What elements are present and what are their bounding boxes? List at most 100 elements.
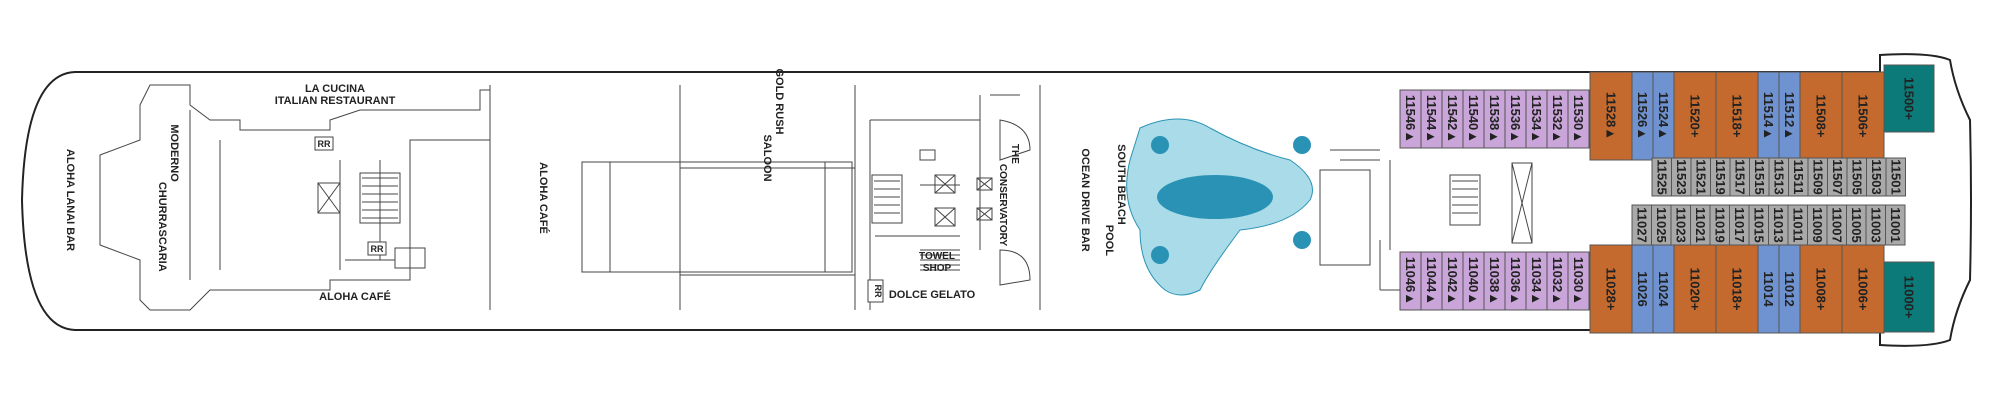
cabin-number: 11011 — [1790, 208, 1805, 243]
cabin-mid-grey[interactable]: 11513 — [1768, 157, 1789, 197]
cabin-mid-grey[interactable]: 11519 — [1710, 157, 1731, 197]
cabin-number: 11009 — [1810, 207, 1825, 242]
cabin-mid-grey[interactable]: 11013 — [1768, 204, 1789, 246]
cabin-mid-grey[interactable]: 11017 — [1729, 204, 1750, 246]
venue-gold-rush-saloon[interactable]: GOLD RUSHSALOON — [761, 68, 785, 181]
cabin-bottom-purple[interactable]: 11038▲ — [1483, 251, 1506, 311]
restroom-label: RR — [371, 244, 384, 254]
cabin-bottom-purple[interactable]: 11042▲ — [1441, 251, 1464, 311]
cabin-top-blue[interactable]: 11524▲ — [1652, 71, 1675, 161]
cabin-top-orange[interactable]: 11506+ — [1841, 71, 1885, 161]
cabin-mid-grey[interactable]: 11509 — [1807, 157, 1828, 197]
cabin-number: 11523 — [1674, 159, 1689, 194]
cabin-top-purple[interactable]: 11546▲ — [1399, 89, 1422, 149]
cabin-mid-grey[interactable]: 11007 — [1826, 204, 1847, 246]
restroom-box — [367, 241, 387, 256]
cabin-top-purple[interactable]: 11530▲ — [1567, 89, 1590, 149]
cabin-mid-grey[interactable]: 11505 — [1846, 157, 1867, 197]
cabin-mid-grey[interactable]: 11003 — [1865, 204, 1886, 246]
cabin-number: 11020+ — [1688, 267, 1703, 310]
cabin-bottom-purple[interactable]: 11032▲ — [1546, 251, 1569, 311]
cabin-number: 11007 — [1829, 207, 1844, 242]
cabin-number: 11508+ — [1814, 94, 1829, 137]
venue-dolce-gelato[interactable]: DOLCE GELATO — [889, 289, 976, 301]
cabin-bottom-orange[interactable]: 11020+ — [1673, 244, 1717, 334]
cabin-top-purple[interactable]: 11540▲ — [1462, 89, 1485, 149]
cabin-mid-grey[interactable]: 11523 — [1671, 157, 1692, 197]
cabin-top-orange[interactable]: 11518+ — [1715, 71, 1759, 161]
cabin-top-orange[interactable]: 11528▲ — [1589, 71, 1633, 161]
cabin-mid-grey[interactable]: 11525 — [1651, 157, 1672, 197]
cabin-bottom-purple[interactable]: 11046▲ — [1399, 251, 1422, 311]
cabin-bottom-purple[interactable]: 11036▲ — [1504, 251, 1527, 311]
cabin-top-purple[interactable]: 11542▲ — [1441, 89, 1464, 149]
cabin-bottom-orange[interactable]: 11018+ — [1715, 244, 1759, 334]
venue-conservatory[interactable]: THECONSERVATORY — [997, 144, 1020, 247]
cabin-mid-grey[interactable]: 11011 — [1787, 204, 1808, 246]
venue-aloha-lanai-bar[interactable]: ALOHA LANAI BAR — [64, 149, 76, 251]
cabin-number: 11044▲ — [1424, 257, 1439, 305]
cabin-top-teal[interactable]: 11500+ — [1883, 64, 1935, 133]
cabin-bottom-orange[interactable]: 11008+ — [1799, 244, 1843, 334]
cabin-cell — [1841, 71, 1885, 161]
cabin-bottom-purple[interactable]: 11030▲ — [1567, 251, 1590, 311]
cabin-top-blue[interactable]: 11526▲ — [1631, 71, 1654, 161]
venue-ocean-drive-bar[interactable]: OCEAN DRIVE BAR — [1079, 148, 1091, 251]
cabin-number: 11038▲ — [1487, 257, 1502, 305]
cabin-mid-grey[interactable]: 11517 — [1729, 157, 1750, 197]
cabin-top-purple[interactable]: 11532▲ — [1546, 89, 1569, 149]
cabin-mid-grey[interactable]: 11503 — [1866, 157, 1887, 197]
cabin-number: 11001 — [1888, 207, 1903, 242]
cabin-mid-grey[interactable]: 11507 — [1827, 157, 1848, 197]
cabin-bottom-orange[interactable]: 11028+ — [1589, 244, 1633, 334]
cabin-mid-grey[interactable]: 11023 — [1670, 204, 1691, 246]
cabin-number: 11017 — [1732, 207, 1747, 242]
cabin-number: 11034▲ — [1529, 257, 1544, 305]
venue-moderno[interactable]: MODERNOCHURRASCARIA — [156, 124, 180, 271]
cabin-bottom-blue[interactable]: 11024 — [1652, 244, 1675, 334]
cabin-top-purple[interactable]: 11534▲ — [1525, 89, 1548, 149]
cabin-bottom-blue[interactable]: 11026 — [1631, 244, 1654, 334]
cabin-cell — [1799, 244, 1843, 334]
cabin-mid-grey[interactable]: 11009 — [1807, 204, 1828, 246]
cabin-bottom-purple[interactable]: 11040▲ — [1462, 251, 1485, 311]
cabin-top-orange[interactable]: 11520+ — [1673, 71, 1717, 161]
cabin-top-blue[interactable]: 11512▲ — [1778, 71, 1801, 161]
cabin-mid-grey[interactable]: 11515 — [1749, 157, 1770, 197]
cabin-mid-grey[interactable]: 11027 — [1631, 204, 1652, 246]
cabin-bottom-orange[interactable]: 11006+ — [1841, 244, 1885, 334]
cabin-bottom-purple[interactable]: 11044▲ — [1420, 251, 1443, 311]
cabin-number: 11514▲ — [1761, 92, 1776, 140]
cabin-top-blue[interactable]: 11514▲ — [1757, 71, 1780, 161]
cabin-number: 11046▲ — [1403, 257, 1418, 305]
cabin-mid-grey[interactable]: 11015 — [1748, 204, 1769, 246]
cabin-mid-grey[interactable]: 11019 — [1709, 204, 1730, 246]
cabin-top-purple[interactable]: 11538▲ — [1483, 89, 1506, 149]
cabin-bottom-blue[interactable]: 11012 — [1778, 244, 1801, 334]
cabin-mid-grey[interactable]: 11025 — [1651, 204, 1672, 246]
cabin-cell — [1673, 71, 1717, 161]
cabin-bottom-purple[interactable]: 11034▲ — [1525, 251, 1548, 311]
cabin-mid-grey[interactable]: 11005 — [1846, 204, 1867, 246]
cabin-number: 11524▲ — [1656, 92, 1671, 140]
cabin-mid-grey[interactable]: 11501 — [1885, 157, 1906, 197]
cabin-top-orange[interactable]: 11508+ — [1799, 71, 1843, 161]
cabin-number: 11018+ — [1730, 267, 1745, 310]
cabin-top-purple[interactable]: 11544▲ — [1420, 89, 1443, 149]
cabin-cell — [1885, 204, 1906, 246]
cabin-number: 11012 — [1782, 271, 1797, 306]
cabin-number: 11513 — [1771, 159, 1786, 194]
cabin-mid-grey[interactable]: 11021 — [1690, 204, 1711, 246]
cabin-mid-grey[interactable]: 11001 — [1885, 204, 1906, 246]
cabin-mid-grey[interactable]: 11511 — [1788, 157, 1809, 197]
venue-aloha-cafe-bottom[interactable]: ALOHA CAFÉ — [319, 290, 391, 303]
venue-south-beach-pool[interactable]: SOUTH BEACHPOOL — [1103, 144, 1127, 256]
cabin-bottom-teal[interactable]: 11000+ — [1883, 261, 1935, 333]
cabin-number: 11027 — [1634, 207, 1649, 242]
cabin-mid-grey[interactable]: 11521 — [1690, 157, 1711, 197]
cabin-bottom-blue[interactable]: 11014 — [1757, 244, 1780, 334]
venue-aloha-cafe-vertical[interactable]: ALOHA CAFÉ — [537, 162, 550, 234]
cabin-top-purple[interactable]: 11536▲ — [1504, 89, 1527, 149]
